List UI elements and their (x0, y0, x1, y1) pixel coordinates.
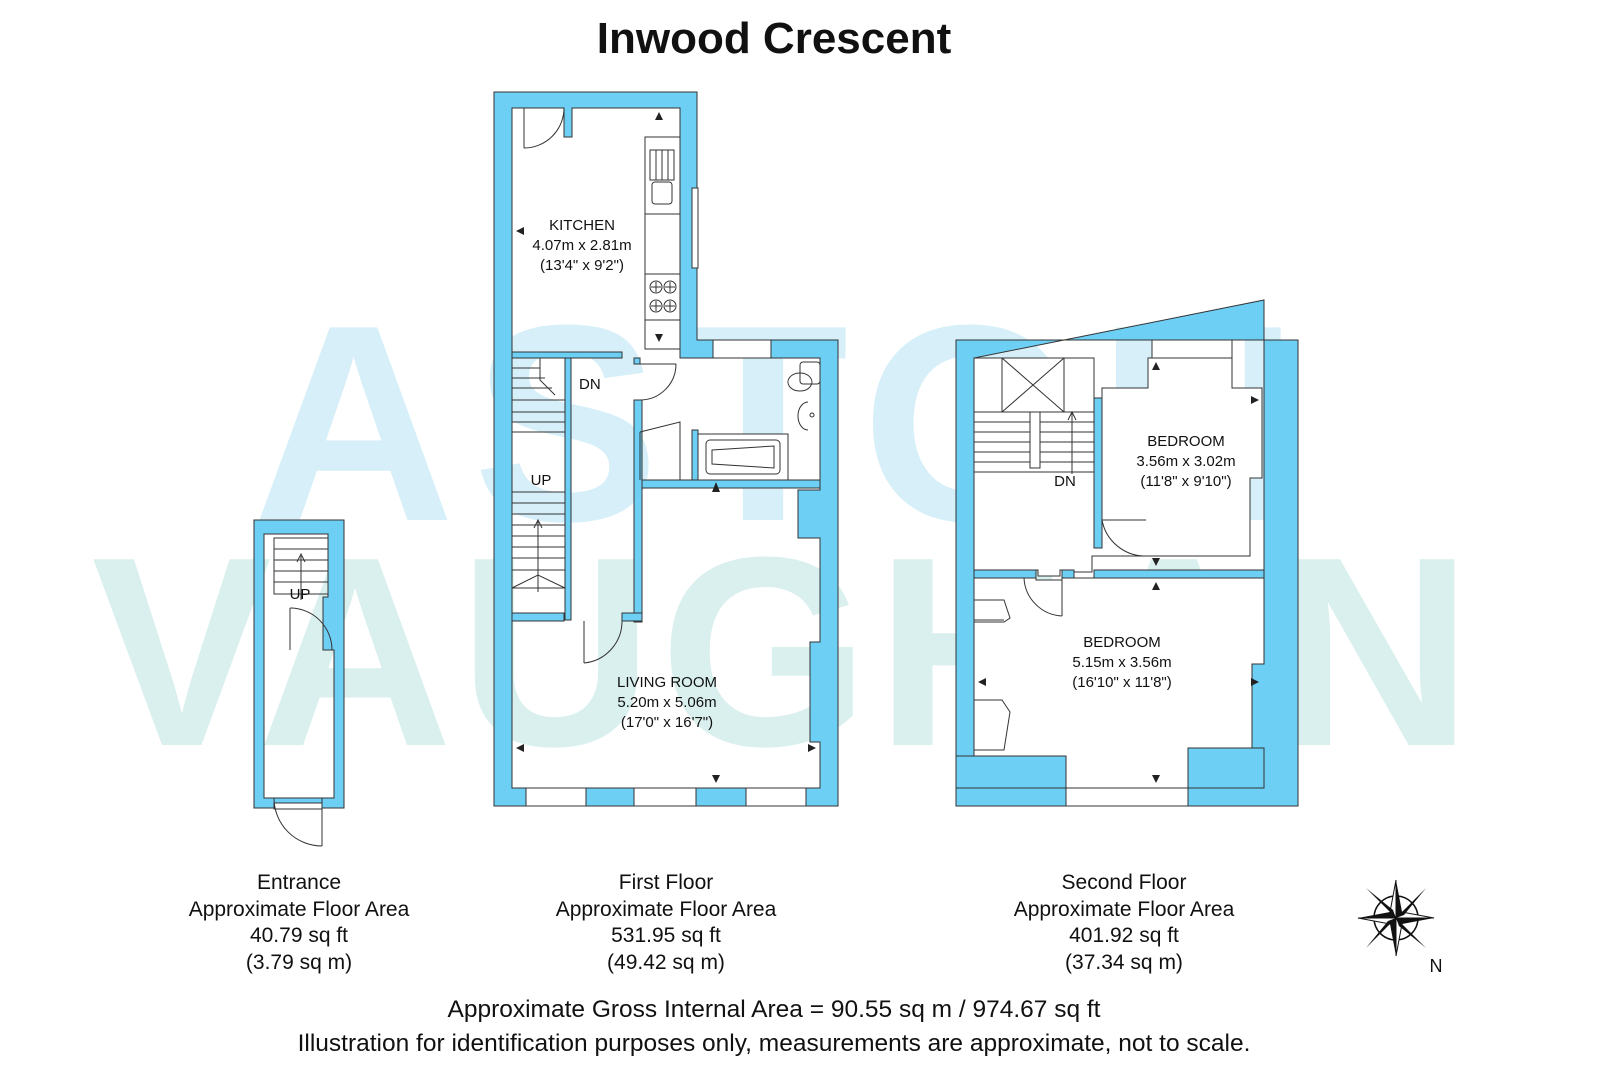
entrance-stair-label: UP (290, 586, 311, 603)
first-floor-caption: First Floor Approximate Floor Area 531.9… (516, 870, 816, 976)
living-room-metric: 5.20m x 5.06m (617, 694, 716, 711)
second-floor-plan: DN BEDROOM 3.56m x 3.02m (11'8" x 9'10")… (955, 299, 1299, 807)
living-room-name: LIVING ROOM (617, 674, 717, 691)
entrance-caption-sqft: 40.79 sq ft (249, 924, 349, 947)
first-floor-stair-dn-label: DN (579, 376, 601, 393)
bedroom1-metric: 3.56m x 3.02m (1136, 453, 1235, 470)
bedroom2-metric: 5.15m x 3.56m (1072, 654, 1171, 671)
gross-area-text: Approximate Gross Internal Area = 90.55 … (447, 996, 1101, 1023)
compass-rose-icon (1357, 879, 1435, 957)
entrance-caption: Entrance Approximate Floor Area 40.79 sq… (149, 870, 449, 976)
page-title: Inwood Crescent (596, 14, 952, 63)
disclaimer-text: Illustration for identification purposes… (297, 1030, 1251, 1057)
entrance-caption-sqm: (3.79 sq m) (245, 950, 353, 974)
first-floor-stair-up-label: UP (531, 472, 552, 489)
bedroom1-imperial: (11'8" x 9'10") (1140, 473, 1231, 490)
bedroom2-imperial: (16'10" x 11'8") (1072, 674, 1172, 691)
second-floor-caption-label: Approximate Floor Area (1013, 897, 1235, 921)
first-floor-caption-name: First Floor (618, 871, 714, 894)
first-floor-caption-label: Approximate Floor Area (555, 897, 777, 921)
first-floor-caption-sqm: (49.42 sq m) (607, 950, 725, 974)
entrance-floor-plan: UP (253, 519, 345, 847)
second-floor-caption: Second Floor Approximate Floor Area 401.… (974, 870, 1274, 976)
entrance-caption-name: Entrance (256, 871, 342, 894)
living-room-imperial: (17'0" x 16'7") (621, 714, 713, 731)
second-floor-caption-name: Second Floor (1061, 871, 1187, 894)
entrance-caption-label: Approximate Floor Area (188, 897, 410, 921)
first-floor-plan: DN UP KITCHEN 4.07m x 2.81m (13'4" x 9'2… (493, 91, 839, 807)
kitchen-imperial: (13'4" x 9'2") (540, 257, 624, 274)
second-floor-stair-dn-label: DN (1054, 473, 1076, 490)
kitchen-metric: 4.07m x 2.81m (532, 237, 631, 254)
bedroom1-name: BEDROOM (1147, 433, 1225, 450)
kitchen-name: KITCHEN (549, 217, 615, 234)
bedroom2-name: BEDROOM (1083, 634, 1161, 651)
first-floor-caption-sqft: 531.95 sq ft (611, 924, 721, 947)
compass-north-label: N (1430, 956, 1443, 976)
second-floor-caption-sqm: (37.34 sq m) (1065, 950, 1183, 974)
second-floor-caption-sqft: 401.92 sq ft (1069, 924, 1179, 947)
